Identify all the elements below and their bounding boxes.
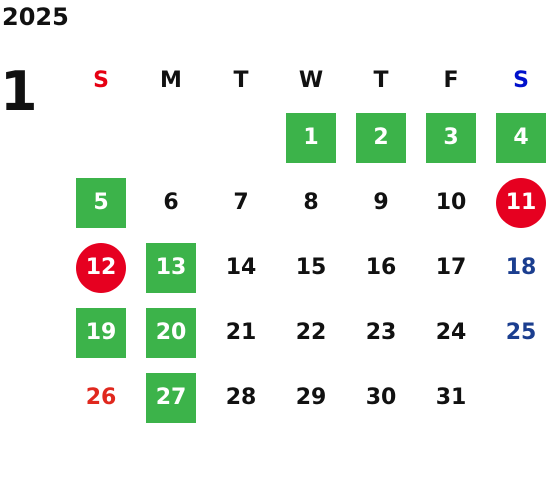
highlighted-day: 20 bbox=[146, 307, 196, 358]
day-number: 10 bbox=[435, 190, 467, 215]
calendar-day-cell[interactable]: 22 bbox=[276, 300, 346, 365]
calendar-day-cell[interactable]: 29 bbox=[276, 365, 346, 430]
day-number: 14 bbox=[225, 255, 257, 280]
calendar-day-cell[interactable]: 11 bbox=[486, 170, 548, 235]
calendar-day-cell[interactable]: 13 bbox=[136, 235, 206, 300]
holiday-day: 11 bbox=[496, 177, 546, 228]
calendar-day-cell[interactable]: 31 bbox=[416, 365, 486, 430]
calendar-empty-cell bbox=[66, 105, 136, 170]
day-number: 24 bbox=[435, 320, 467, 345]
calendar-day-cell[interactable]: 7 bbox=[206, 170, 276, 235]
highlighted-day: 2 bbox=[356, 112, 406, 163]
day-number: 17 bbox=[435, 255, 467, 280]
weekday-wednesday: W bbox=[298, 67, 324, 93]
weekday-tuesday: T bbox=[233, 67, 249, 93]
weekday-thursday: T bbox=[373, 67, 389, 93]
day-number: 28 bbox=[225, 385, 257, 410]
calendar-week-row: 5 6 7 8 9 10 11 bbox=[66, 170, 548, 235]
highlighted-day: 1 bbox=[286, 112, 336, 163]
highlighted-day: 13 bbox=[146, 242, 196, 293]
day-number: 15 bbox=[295, 255, 327, 280]
calendar-week-row: 12 13 14 15 16 17 18 bbox=[66, 235, 548, 300]
calendar-day-cell[interactable]: 2 bbox=[346, 105, 416, 170]
highlighted-day: 3 bbox=[426, 112, 476, 163]
calendar-day-cell[interactable]: 21 bbox=[206, 300, 276, 365]
day-number: 26 bbox=[85, 385, 117, 410]
calendar-day-cell[interactable]: 15 bbox=[276, 235, 346, 300]
day-number: 23 bbox=[365, 320, 397, 345]
day-number: 30 bbox=[365, 385, 397, 410]
calendar-day-cell[interactable]: 5 bbox=[66, 170, 136, 235]
calendar-day-cell[interactable]: 9 bbox=[346, 170, 416, 235]
calendar-day-cell[interactable]: 24 bbox=[416, 300, 486, 365]
calendar-day-cell[interactable]: 3 bbox=[416, 105, 486, 170]
calendar-day-cell[interactable]: 12 bbox=[66, 235, 136, 300]
calendar-empty-cell bbox=[136, 105, 206, 170]
calendar-day-cell[interactable]: 28 bbox=[206, 365, 276, 430]
calendar-day-cell[interactable]: 27 bbox=[136, 365, 206, 430]
calendar-day-cell[interactable]: 10 bbox=[416, 170, 486, 235]
weekday-friday: F bbox=[443, 67, 459, 93]
calendar-day-cell[interactable]: 19 bbox=[66, 300, 136, 365]
year-label: 2025 bbox=[2, 3, 69, 31]
day-number: 8 bbox=[303, 190, 319, 215]
calendar-empty-cell bbox=[206, 105, 276, 170]
calendar-day-cell[interactable]: 30 bbox=[346, 365, 416, 430]
highlighted-day: 4 bbox=[496, 112, 546, 163]
day-number: 29 bbox=[295, 385, 327, 410]
calendar-empty-cell bbox=[486, 365, 548, 430]
weekday-header: S M T W T F S bbox=[66, 55, 548, 105]
calendar-day-cell[interactable]: 23 bbox=[346, 300, 416, 365]
day-number: 9 bbox=[373, 190, 389, 215]
weekday-monday: M bbox=[160, 67, 182, 93]
day-number: 21 bbox=[225, 320, 257, 345]
day-number: 22 bbox=[295, 320, 327, 345]
calendar-day-cell[interactable]: 26 bbox=[66, 365, 136, 430]
day-number: 25 bbox=[505, 320, 537, 345]
calendar-day-cell[interactable]: 8 bbox=[276, 170, 346, 235]
calendar-week-row: 19 20 21 22 23 24 25 bbox=[66, 300, 548, 365]
calendar-week-row: 26 27 28 29 30 31 bbox=[66, 365, 548, 430]
calendar-day-cell[interactable]: 14 bbox=[206, 235, 276, 300]
calendar-day-cell[interactable]: 16 bbox=[346, 235, 416, 300]
calendar-day-cell[interactable]: 17 bbox=[416, 235, 486, 300]
calendar-day-cell[interactable]: 25 bbox=[486, 300, 548, 365]
weekday-saturday: S bbox=[513, 67, 529, 93]
highlighted-day: 5 bbox=[76, 177, 126, 228]
day-number: 16 bbox=[365, 255, 397, 280]
calendar-day-cell[interactable]: 20 bbox=[136, 300, 206, 365]
highlighted-day: 19 bbox=[76, 307, 126, 358]
day-number: 18 bbox=[505, 255, 537, 280]
day-number: 31 bbox=[435, 385, 467, 410]
day-number: 6 bbox=[163, 190, 179, 215]
day-number: 7 bbox=[233, 190, 249, 215]
calendar-day-cell[interactable]: 1 bbox=[276, 105, 346, 170]
calendar-day-cell[interactable]: 18 bbox=[486, 235, 548, 300]
calendar-day-cell[interactable]: 6 bbox=[136, 170, 206, 235]
highlighted-day: 27 bbox=[146, 372, 196, 423]
weekday-sunday: S bbox=[93, 67, 109, 93]
holiday-day: 12 bbox=[76, 242, 126, 293]
month-label: 1 bbox=[0, 60, 38, 123]
calendar-day-cell[interactable]: 4 bbox=[486, 105, 548, 170]
